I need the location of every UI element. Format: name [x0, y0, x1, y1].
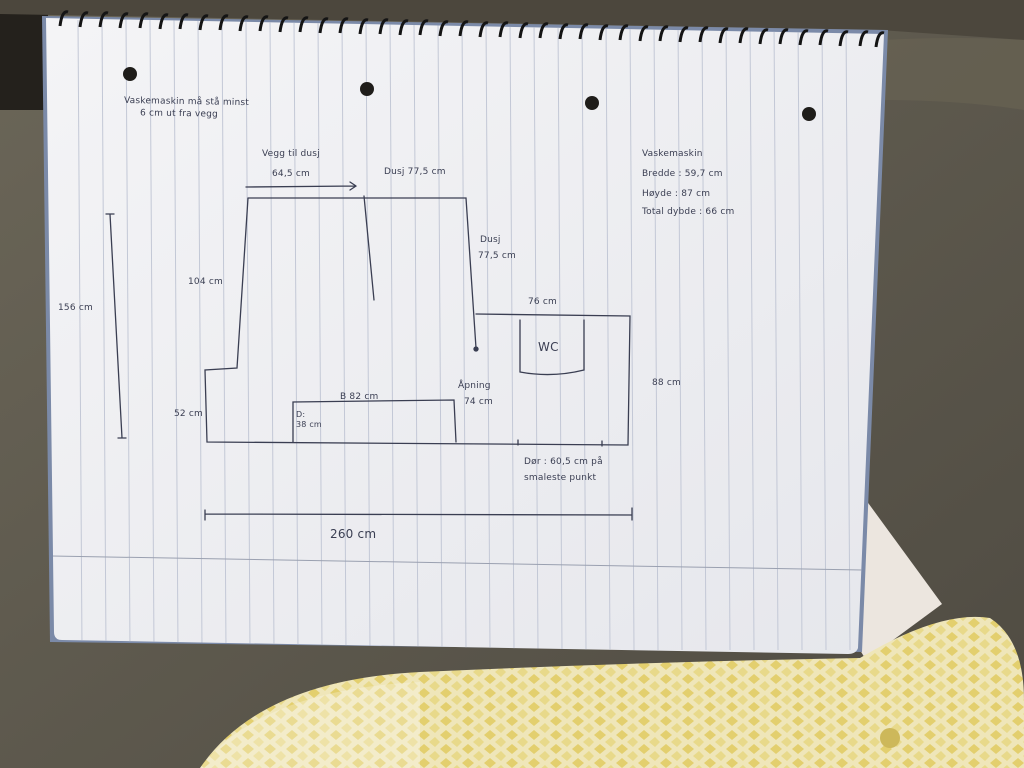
pillow-zipper	[880, 728, 900, 748]
shower-end-mark	[473, 346, 479, 352]
room-outline	[204, 197, 631, 446]
label-wall-to-shower-value: 64,5 cm	[272, 169, 311, 179]
washer-height: Høyde : 87 cm	[642, 189, 711, 199]
label-door: Dør : 60,5 cm på	[524, 457, 603, 467]
shower-divider	[363, 195, 375, 301]
ruled-lines	[51, 19, 863, 651]
label-shower-top: Dusj 77,5 cm	[384, 167, 446, 177]
label-door-narrow: smaleste punkt	[524, 473, 597, 483]
washer-title: Vaskemaskin	[642, 149, 703, 159]
label-wall-to-shower: Vegg til dusj	[262, 149, 320, 159]
label-wc: WC	[538, 340, 559, 354]
label-76: 76 cm	[528, 297, 558, 307]
note-washer-distance-2: 6 cm ut fra vegg	[139, 108, 219, 120]
label-88: 88 cm	[652, 378, 682, 388]
label-104: 104 cm	[188, 277, 223, 287]
notebook-page	[46, 18, 884, 654]
label-shower-side: Dusj	[480, 235, 501, 245]
sofa-cushion-edge	[880, 38, 1024, 110]
label-52: 52 cm	[174, 409, 204, 419]
bench-outline	[292, 399, 457, 443]
binder-holes	[123, 67, 816, 121]
yellow-pillow	[200, 616, 1024, 768]
width-line	[204, 507, 633, 521]
dark-corner	[0, 0, 48, 110]
wc-outline	[519, 319, 585, 376]
label-opening: Åpning	[458, 381, 491, 391]
label-bench-width: B 82 cm	[340, 392, 379, 402]
arrow-wall-to-shower	[245, 181, 358, 191]
label-shower-side-value: 77,5 cm	[478, 251, 517, 261]
white-box	[860, 500, 942, 660]
washer-depth: Total dybde : 66 cm	[642, 207, 735, 217]
door-ticks	[517, 439, 603, 447]
label-total-width: 260 cm	[330, 527, 377, 541]
label-bench-depth: D:	[296, 410, 306, 419]
label-opening-value: 74 cm	[464, 397, 494, 407]
height-line	[105, 213, 127, 439]
pillow-shadow	[200, 682, 420, 768]
label-total-height: 156 cm	[58, 303, 93, 313]
label-bench-depth-value: 38 cm	[296, 420, 322, 429]
washer-width: Bredde : 59,7 cm	[642, 169, 723, 179]
sofa-back	[0, 0, 1024, 40]
spiral-binding	[58, 10, 885, 48]
floor-plan-drawing	[105, 181, 633, 521]
